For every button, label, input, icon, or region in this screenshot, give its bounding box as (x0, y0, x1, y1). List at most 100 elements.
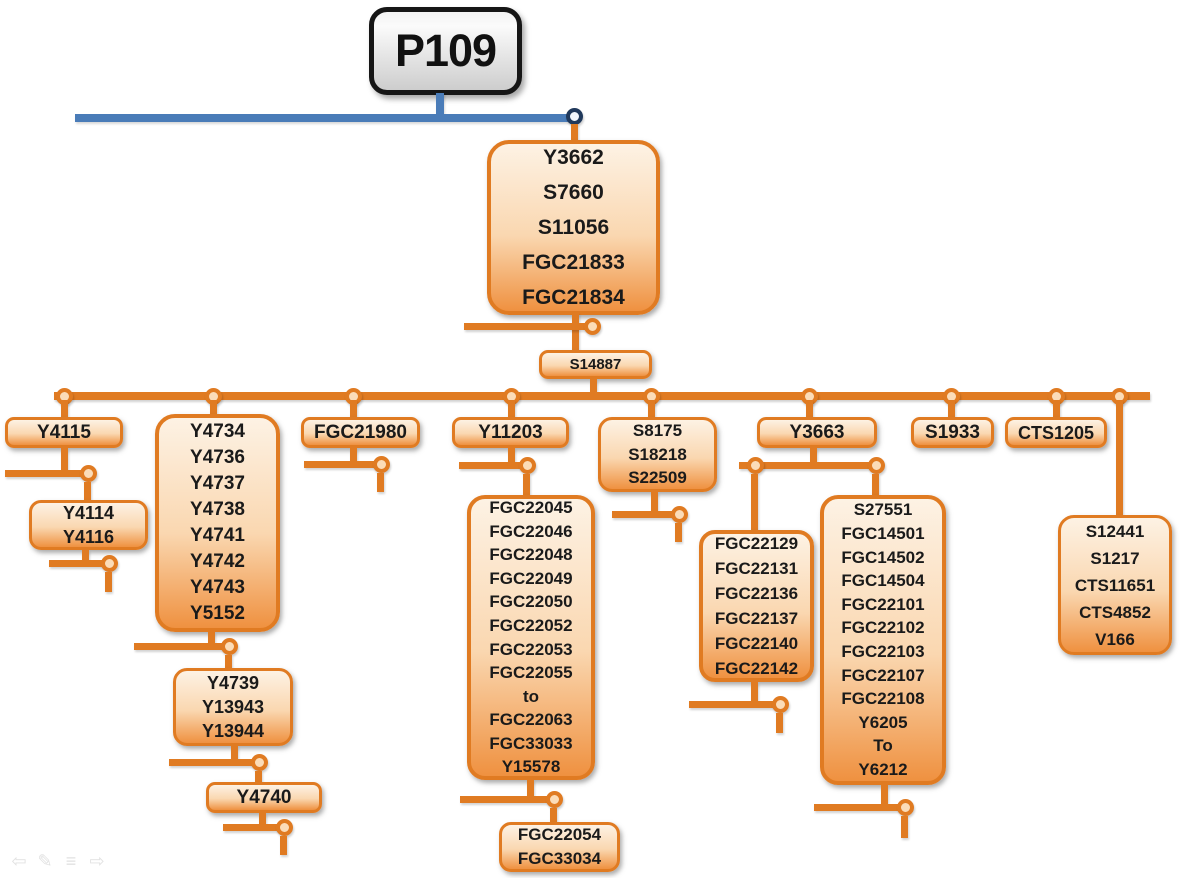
connector-vline (550, 808, 557, 822)
node-label: Y6205 (858, 712, 908, 732)
connector-hline (5, 470, 89, 477)
connector-vline (572, 313, 579, 351)
connector-vline (1053, 400, 1060, 417)
blue-connector-vline (436, 93, 444, 117)
connector-hline (739, 462, 877, 469)
connector-hline (612, 511, 678, 518)
node-label: Y3662 (543, 146, 604, 169)
node-label: FGC22055 (489, 663, 573, 683)
node-label: Y13944 (201, 721, 265, 741)
node-label: FGC22103 (841, 642, 925, 661)
junction-dot (519, 457, 536, 474)
node-label: FGC22048 (489, 545, 573, 565)
connector-vline (225, 655, 232, 668)
junction-dot (251, 754, 268, 771)
collapsed-branch-stub (901, 816, 908, 838)
connector-vline (872, 474, 879, 495)
connector-hline (814, 804, 904, 811)
junction-dot (868, 457, 885, 474)
node-p109-label: P109 (394, 25, 497, 76)
connector-vline (651, 492, 658, 513)
node-label: FGC21834 (522, 286, 625, 309)
node-label: Y3663 (789, 421, 845, 443)
connector-vline (751, 682, 758, 703)
node-label: FGC22063 (489, 710, 573, 730)
node-label: FGC22101 (841, 594, 925, 614)
connector-vline (508, 400, 515, 417)
node-s1933: S1933 (911, 417, 994, 448)
node-label: FGC22142 (714, 659, 799, 678)
node-y11203: Y11203 (452, 417, 569, 448)
node-label: Y4734 (190, 421, 245, 442)
blue-connector-hline (75, 114, 575, 122)
node-label: CTS4852 (1079, 602, 1151, 622)
connector-vline (948, 400, 955, 417)
node-y3663: Y3663 (757, 417, 877, 448)
node-label: FGC14501 (841, 524, 925, 544)
connector-vline (590, 379, 597, 394)
connector-vline (751, 474, 758, 530)
node-label: FGC22102 (841, 618, 925, 638)
node-label: FGC33033 (489, 733, 573, 753)
node-label: FGC22054 (517, 825, 602, 845)
connector-vline (648, 400, 655, 417)
connector-vline (82, 550, 89, 563)
node-label: FGC22050 (489, 592, 573, 612)
connector-vline (1116, 400, 1123, 515)
node-label: S11056 (537, 216, 610, 239)
node-label: FGC21980 (314, 421, 407, 443)
blue-junction-dot (566, 108, 583, 125)
connector-vline (806, 400, 813, 417)
junction-dot (373, 456, 390, 473)
next-slide-icon[interactable]: ⇨ (89, 851, 105, 871)
connector-vline (255, 771, 262, 782)
node-label: S8175 (632, 421, 683, 441)
connector-vline (84, 482, 91, 500)
junction-dot (221, 638, 238, 655)
previous-slide-icon[interactable]: ⇦ (11, 851, 27, 871)
node-label: S7660 (543, 181, 604, 204)
connector-hline (169, 759, 258, 766)
node-s14887: S14887 (539, 350, 652, 379)
slide-menu-icon[interactable]: ≡ (65, 851, 77, 871)
node-label: Y4742 (190, 551, 245, 572)
junction-dot (101, 555, 118, 572)
node-label: S27551 (853, 500, 913, 520)
node-label: Y4737 (190, 473, 245, 494)
node-y4115: Y4115 (5, 417, 123, 448)
connector-vline (881, 785, 888, 806)
connector-vline (210, 400, 217, 414)
node-label: FGC22137 (714, 609, 799, 628)
node-label: FGC33034 (517, 849, 602, 868)
pen-icon[interactable]: ✎ (37, 851, 53, 871)
node-label: S18218 (628, 444, 687, 464)
node-label: FGC14502 (841, 547, 925, 567)
junction-dot (897, 799, 914, 816)
junction-dot (546, 791, 563, 808)
node-label: Y4736 (190, 447, 245, 468)
collapsed-branch-stub (105, 572, 112, 592)
node-label: FGC22052 (489, 615, 573, 635)
node-p109: P109 (369, 7, 522, 95)
junction-dot (80, 465, 97, 482)
node-label: FGC22049 (489, 568, 573, 588)
connector-vline (61, 400, 68, 417)
junction-dot (747, 457, 764, 474)
node-label: Y4738 (190, 499, 245, 520)
main-rail-hline (54, 392, 1150, 400)
node-cts1205: CTS1205 (1005, 417, 1107, 448)
node-label: Y6212 (858, 759, 908, 779)
node-label: Y11203 (478, 421, 543, 443)
node-label: Y4739 (206, 673, 260, 693)
node-label: S14887 (569, 355, 622, 373)
node-label: V166 (1095, 629, 1135, 649)
connector-hline (304, 461, 380, 468)
connector-hline (223, 824, 283, 831)
